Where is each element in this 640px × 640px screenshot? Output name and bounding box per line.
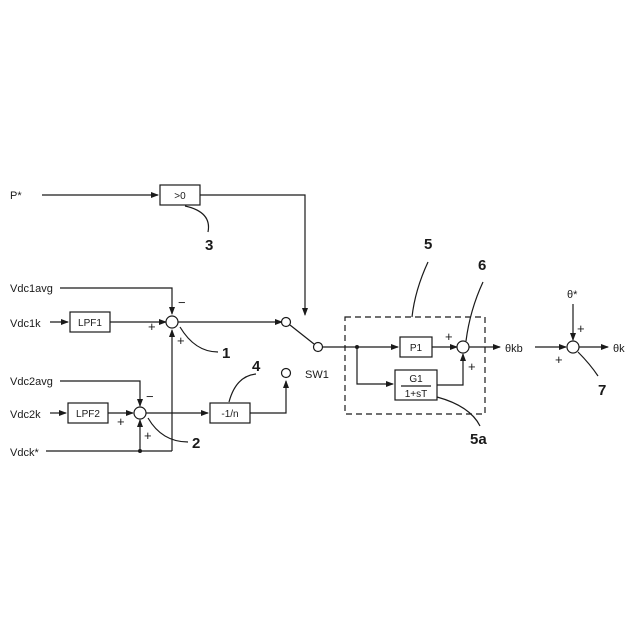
sign-1-top: − [178, 295, 186, 310]
callout-5a: 5a [470, 431, 487, 448]
summing-junction-6 [457, 341, 469, 353]
sign-2-left: + [117, 414, 125, 429]
callout-1: 1 [222, 345, 230, 362]
signal-vdc2avg: Vdc2avg [10, 376, 53, 388]
summing-junction-2 [134, 407, 146, 419]
switch-label: SW1 [305, 369, 329, 381]
wire-vdc1avg [60, 288, 172, 314]
callout-leader-3 [185, 206, 209, 232]
block-g1-numerator: G1 [409, 374, 423, 385]
sign-2-top: − [146, 389, 154, 404]
sign-6-bottom: + [468, 359, 476, 374]
callout-2: 2 [192, 435, 200, 452]
signal-theta-star: θ* [567, 289, 578, 301]
switch-arm [290, 325, 314, 344]
signal-vdck-star: Vdck* [10, 447, 39, 459]
signal-vdc1k: Vdc1k [10, 318, 41, 330]
signal-vdc1avg: Vdc1avg [10, 283, 53, 295]
wire-gt0-to-switch [200, 195, 305, 315]
callout-leader-5a [437, 397, 480, 426]
signal-theta-kb: θkb [505, 343, 523, 355]
callout-7: 7 [598, 382, 606, 399]
sign-7-top: + [577, 321, 585, 336]
callout-leader-7 [578, 352, 598, 376]
wire-branch-to-g1 [357, 347, 393, 384]
sign-7-left: + [555, 352, 563, 367]
callout-leader-1 [180, 327, 218, 352]
sign-1-left: + [148, 319, 156, 334]
block-lpf1-label: LPF1 [78, 318, 102, 329]
wire-vdc2avg [60, 381, 140, 406]
callout-leader-4 [229, 374, 256, 402]
sign-1-bottom: + [177, 333, 185, 348]
block-g1-denominator: 1+sT [405, 389, 428, 400]
switch-common-contact [314, 343, 323, 352]
callout-leader-5 [412, 262, 428, 317]
block-neg-inv-n-label: -1/n [221, 409, 238, 420]
wire-neg-inv-n-to-switch [250, 381, 286, 413]
signal-theta-k: θk [613, 343, 625, 355]
sign-2-bottom: + [144, 428, 152, 443]
block-lpf2-label: LPF2 [76, 409, 100, 420]
wire-g1-to-sum6 [437, 354, 463, 385]
signal-vdc2k: Vdc2k [10, 409, 41, 421]
signal-p-star: P* [10, 190, 22, 202]
callout-leader-6 [466, 282, 483, 341]
switch-contact-lower [282, 369, 291, 378]
summing-junction-1 [166, 316, 178, 328]
callout-4: 4 [252, 358, 261, 375]
summing-junction-7 [567, 341, 579, 353]
callout-6: 6 [478, 257, 486, 274]
callout-leader-2 [148, 418, 188, 442]
callout-3: 3 [205, 237, 213, 254]
sign-6-top: + [445, 329, 453, 344]
block-greater-than-zero-label: >0 [174, 191, 186, 202]
switch-contact-upper [282, 318, 291, 327]
callout-5: 5 [424, 236, 432, 253]
block-p1-label: P1 [410, 343, 423, 354]
